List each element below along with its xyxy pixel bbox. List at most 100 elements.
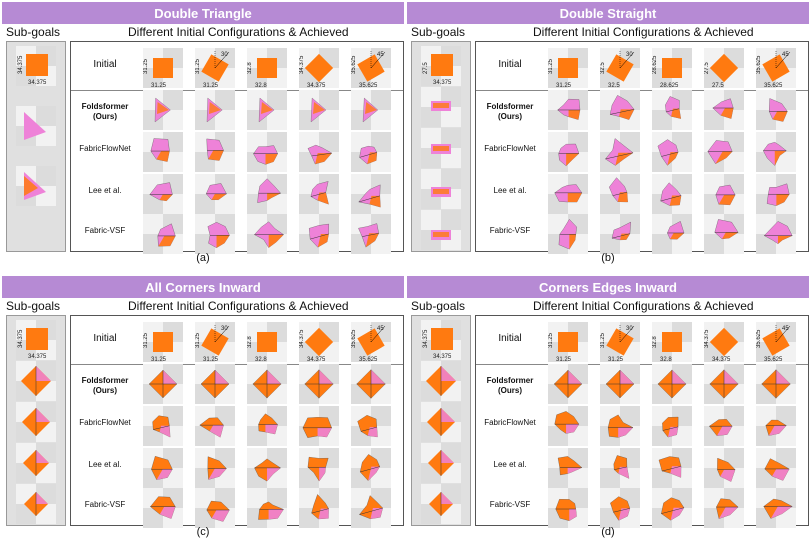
svg-text:34.375: 34.375 — [18, 55, 24, 74]
achieved-cell — [704, 90, 744, 130]
svg-text:35.625: 35.625 — [351, 55, 357, 74]
subgoal-cell — [16, 402, 56, 442]
svg-text:35.625: 35.625 — [359, 83, 378, 88]
panel-double-triangle: Double Triangle Sub-goals Different Init… — [2, 2, 404, 264]
configs-header: Different Initial Configurations & Achie… — [128, 299, 349, 313]
subgoal-cell — [16, 106, 56, 146]
svg-text:27.5: 27.5 — [423, 62, 429, 74]
svg-text:32.8: 32.8 — [247, 62, 253, 74]
svg-text:31.25: 31.25 — [143, 332, 149, 348]
achieved-cell — [299, 448, 339, 488]
achieved-cell — [548, 488, 588, 528]
panel-caption: (a) — [196, 252, 210, 264]
panel-caption: (d) — [601, 526, 615, 538]
svg-text:32.5: 32.5 — [608, 83, 620, 88]
initial-config-cell: 45 35.625 35.625 — [351, 322, 391, 363]
svg-text:31.25: 31.25 — [151, 357, 167, 362]
svg-text:34.375: 34.375 — [423, 329, 429, 348]
svg-text:30: 30 — [626, 52, 633, 58]
achieved-cell — [299, 214, 339, 254]
achieved-cell — [143, 90, 183, 130]
row-label: Foldsformer (Ours) — [81, 102, 129, 121]
svg-text:27.5: 27.5 — [704, 62, 710, 74]
achieved-cell — [652, 448, 692, 488]
achieved-cell — [756, 406, 796, 446]
subgoal-cell — [421, 87, 461, 127]
divider — [476, 364, 808, 365]
subgoal-cell: 34.375 34.375 — [16, 46, 56, 86]
row-label: Lee et al. — [88, 186, 122, 195]
svg-text:34.375: 34.375 — [28, 80, 47, 86]
svg-text:31.25: 31.25 — [195, 332, 201, 348]
achieved-cell — [704, 406, 744, 446]
svg-text:31.25: 31.25 — [195, 58, 201, 74]
svg-text:31.25: 31.25 — [151, 83, 167, 88]
achieved-cell — [247, 448, 287, 488]
row-label: Lee et al. — [493, 460, 527, 469]
panel-caption: (c) — [196, 526, 210, 538]
svg-text:35.625: 35.625 — [756, 329, 762, 348]
svg-text:35.625: 35.625 — [756, 55, 762, 74]
subgoal-cell — [421, 443, 461, 483]
svg-text:28.625: 28.625 — [660, 83, 679, 88]
svg-text:31.25: 31.25 — [556, 83, 572, 88]
achieved-cell — [600, 174, 640, 214]
achieved-cell — [143, 132, 183, 172]
subgoal-cell — [421, 169, 461, 209]
achieved-cell — [548, 132, 588, 172]
svg-text:35.625: 35.625 — [351, 329, 357, 348]
svg-text:35.625: 35.625 — [359, 357, 378, 362]
subgoal-cell — [421, 484, 461, 524]
svg-text:32.8: 32.8 — [255, 83, 267, 88]
achieved-cell — [652, 488, 692, 528]
achieved-cell — [756, 364, 796, 404]
achieved-cell — [704, 488, 744, 528]
svg-text:45: 45 — [377, 326, 384, 332]
panel-double-straight: Double Straight Sub-goals Different Init… — [407, 2, 809, 264]
svg-text:32.8: 32.8 — [255, 357, 267, 362]
achieved-cell — [351, 174, 391, 214]
achieved-cell — [195, 364, 235, 404]
achieved-cell — [351, 406, 391, 446]
svg-text:32.8: 32.8 — [247, 336, 253, 348]
svg-text:45: 45 — [377, 52, 384, 58]
row-label: FabricFlowNet — [79, 418, 131, 427]
svg-text:31.25: 31.25 — [548, 58, 554, 74]
configs-header: Different Initial Configurations & Achie… — [533, 299, 754, 313]
row-label: FabricFlowNet — [79, 144, 131, 153]
panel-title: All Corners Inward — [2, 276, 404, 298]
achieved-cell — [299, 406, 339, 446]
row-label: Foldsformer (Ours) — [81, 376, 129, 395]
achieved-cell — [756, 214, 796, 254]
achieved-cell — [548, 406, 588, 446]
achieved-cell — [548, 174, 588, 214]
achieved-cell — [704, 364, 744, 404]
svg-text:34.375: 34.375 — [307, 83, 326, 88]
achieved-cell — [195, 214, 235, 254]
subgoals-panel: 34.375 27.5 — [411, 41, 471, 252]
achieved-cell — [247, 174, 287, 214]
achieved-cell — [247, 364, 287, 404]
svg-text:34.375: 34.375 — [433, 80, 452, 86]
achieved-cell — [195, 90, 235, 130]
svg-text:31.25: 31.25 — [600, 332, 606, 348]
achieved-cell — [195, 174, 235, 214]
svg-text:34.375: 34.375 — [299, 55, 305, 74]
achieved-cell — [548, 90, 588, 130]
achieved-cell — [247, 488, 287, 528]
row-label: Fabric-VSF — [84, 500, 126, 509]
configs-header: Different Initial Configurations & Achie… — [533, 25, 754, 39]
svg-text:31.25: 31.25 — [203, 357, 219, 362]
row-label: Lee et al. — [493, 186, 527, 195]
